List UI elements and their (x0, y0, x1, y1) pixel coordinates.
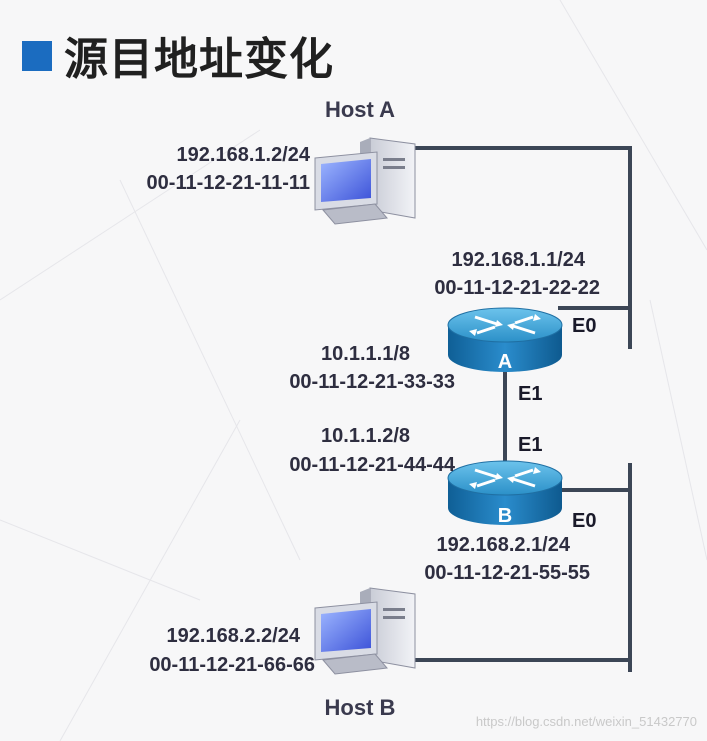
title-text: 源目地址变化 (64, 34, 334, 85)
router-b-e1-label: E1 (518, 434, 543, 456)
title-bullet-square (22, 41, 52, 71)
router-a-icon (447, 307, 563, 372)
router-b-e1-ip: 10.1.1.2/8 (321, 425, 410, 447)
host-b-name: Host B (324, 695, 396, 720)
host-b-ip: 192.168.2.2/24 (166, 625, 300, 647)
router-a-label: A (497, 351, 513, 373)
router-a-e1-label: E1 (518, 383, 543, 405)
router-b-e0-label: E0 (572, 510, 597, 532)
router-b-icon (447, 460, 563, 525)
router-a-e0-mac: 00-11-12-21-22-22 (434, 277, 600, 299)
host-b-computer-icon (314, 587, 416, 675)
watermark: https://blog.csdn.net/weixin_51432770 (475, 714, 697, 729)
router-a-e0-ip: 192.168.1.1/24 (451, 249, 585, 271)
router-b-e0-mac: 00-11-12-21-55-55 (424, 562, 590, 584)
router-b-e1-mac: 00-11-12-21-44-44 (289, 454, 455, 476)
router-b-e0-ip: 192.168.2.1/24 (436, 534, 570, 556)
router-a-e1-ip: 10.1.1.1/8 (321, 343, 410, 365)
router-b-label: B (497, 505, 513, 527)
host-b-mac: 00-11-12-21-66-66 (149, 654, 315, 676)
host-a-name: Host A (324, 97, 396, 122)
host-a-mac: 00-11-12-21-11-11 (146, 172, 310, 194)
host-a-computer-icon (314, 137, 416, 225)
router-a-e0-label: E0 (572, 315, 597, 337)
router-a-e1-mac: 00-11-12-21-33-33 (289, 371, 455, 393)
slide-title: 源目地址变化 (22, 24, 334, 86)
host-a-ip: 192.168.1.2/24 (176, 144, 310, 166)
